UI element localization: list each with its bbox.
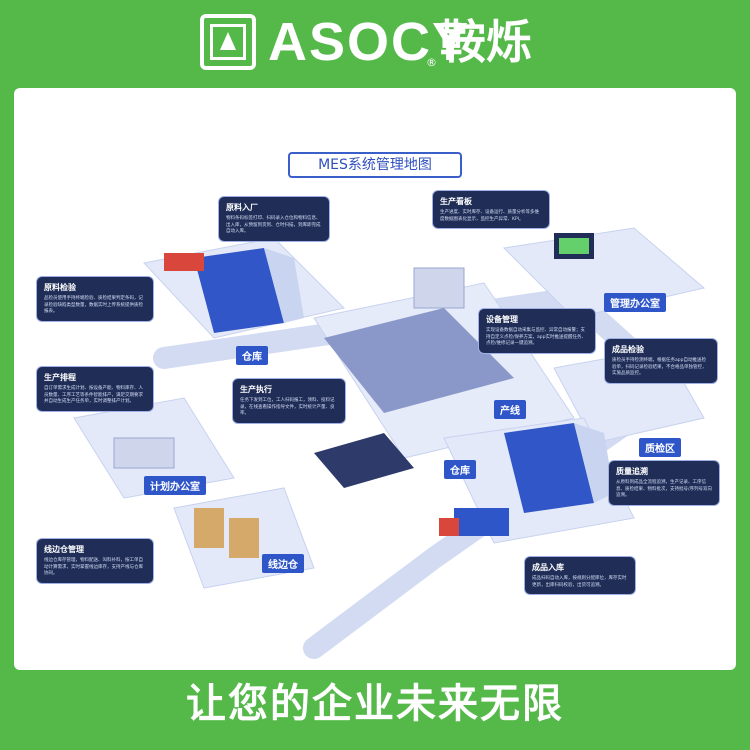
- logo-icon: [200, 14, 256, 70]
- cargo-truck-icon: [454, 508, 509, 536]
- bubble-production-scheduling: 生产排程自订单需求生成计划、按设备产能、物料库存、人员数量、工序工艺等条件智能排…: [36, 366, 154, 412]
- raw-warehouse-building: [194, 248, 284, 333]
- bubble-line-side-management: 线边仓管理线边仓库存管理，物料配送、叫料补料，按工单自动计算需求，实时掌握线边库…: [36, 538, 154, 584]
- zone-label-line-side: 线边仓: [262, 554, 304, 573]
- bubble-equipment-management: 设备管理实现设备数据自动采集与监控、异常自动报警；支持自定义点检/保养方案，ap…: [478, 308, 596, 354]
- zone-label-raw-warehouse: 仓库: [236, 346, 268, 365]
- footer-slogan: 让您的企业未来无限: [186, 681, 564, 727]
- map-title: MES系统管理地图: [288, 152, 462, 178]
- zone-label-qc-area: 质检区: [639, 438, 681, 457]
- header: ASOCY ® 鞍烁: [0, 0, 750, 82]
- brand-name-en: ASOCY: [268, 12, 471, 72]
- bubble-finished-goods-storage: 成品入库成品扫码自动入库，按规则分配库位，库存实时更新，出库扫码校验，出货可追溯…: [524, 556, 636, 595]
- truck-icon: [164, 253, 204, 271]
- registered-mark: ®: [426, 56, 437, 69]
- bubble-production-board: 生产看板生产进度、实时库存、设备运行、质量分析等多维度数据图表化显示，监控生产异…: [432, 190, 550, 229]
- zone-label-production-line: 产线: [494, 400, 526, 419]
- conveyor-lower: [314, 433, 414, 488]
- zone-label-planning-office: 计划办公室: [144, 476, 206, 495]
- conveyor-line: [324, 308, 514, 413]
- zone-label-finished-warehouse: 仓库: [444, 460, 476, 479]
- finished-warehouse-building: [504, 423, 594, 513]
- zone-label-management-office: 管理办公室: [604, 293, 666, 312]
- bubble-production-execution: 生产执行任务下发到工位，工人扫码报工，领料、投料记录，在线查看操作指导文件，实时…: [232, 378, 346, 424]
- map-illustration: [73, 227, 706, 659]
- brand-name-cn: 鞍烁: [440, 15, 532, 69]
- bubble-quality-traceability: 质量追溯从原料到成品全流程追溯，生产记录、工序信息、质检结果、物料批次，支持批号…: [608, 460, 720, 506]
- bubble-raw-material-inspection: 原料检验品检员使用手持终端检验、质检结果判定条码，记录检验缺陷类型数量，数据实时…: [36, 276, 154, 322]
- planning-desk: [113, 437, 175, 469]
- bubble-finished-inspection: 成品检验质检员手持检测终端，根据任务app自动推送检验单，扫码记录检验结果，不合…: [604, 338, 718, 384]
- bubble-raw-material-intake: 原料入厂物料条码标签打印、扫码录入仓位和物料信息、出入库，从预留到货到、仓时扫描…: [218, 196, 330, 242]
- shelf-icon: [194, 508, 224, 548]
